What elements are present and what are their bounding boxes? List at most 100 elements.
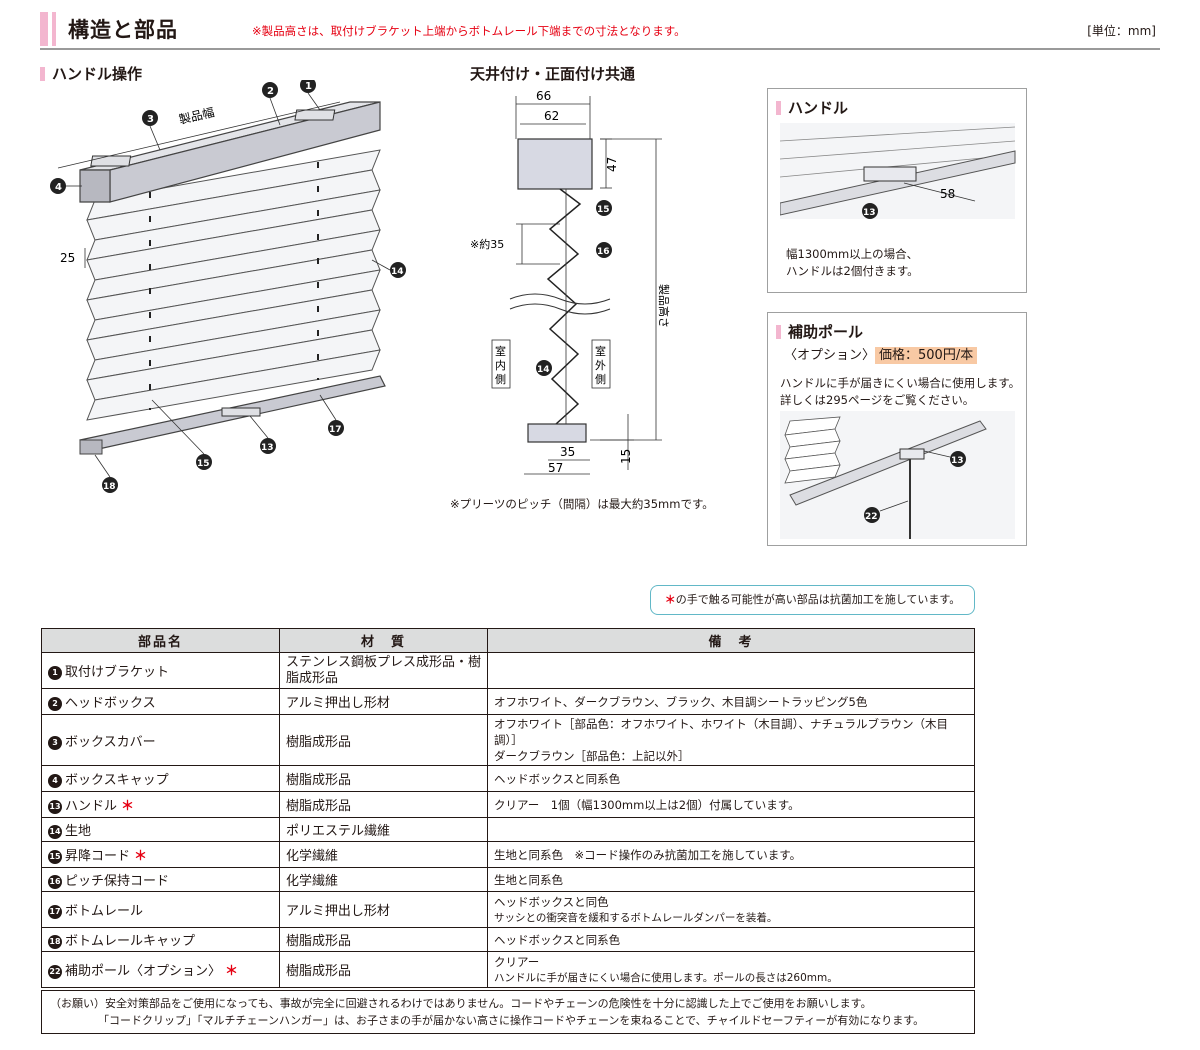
remarks-cell: [487, 652, 975, 689]
remark-line: クリアー 1個（幅1300mm以上は2個）付属しています。: [494, 797, 800, 812]
part-number-badge: 17: [48, 905, 62, 919]
svg-text:内: 内: [495, 358, 506, 372]
pitch-note: ※プリーツのピッチ（間隔）は最大約35mmです。: [450, 497, 714, 511]
svg-text:室: 室: [495, 344, 506, 358]
header-remarks: 備 考: [487, 628, 975, 653]
dim-58: 58: [940, 187, 955, 201]
svg-text:14: 14: [391, 267, 404, 277]
pole-detail-box: 補助ポール 〈オプション〉価格：500円/本 ハンドルに手が届きにくい場合に使用…: [767, 312, 1027, 546]
page-title: 構造と部品: [68, 18, 178, 42]
part-name: ボックスキャップ: [65, 773, 169, 788]
material-cell: アルミ押出し形材: [279, 891, 488, 928]
part-name: ボトムレール: [65, 904, 144, 919]
svg-text:2: 2: [267, 86, 274, 97]
material-cell: 樹脂成形品: [279, 765, 488, 792]
header-accent-bar-thin: [52, 12, 56, 46]
part-name: ハンドル: [65, 799, 118, 814]
svg-text:4: 4: [55, 182, 62, 193]
unit-label: [単位：mm]: [1087, 24, 1156, 38]
part-name: 昇降コード: [65, 849, 131, 864]
remark-line-2: ハンドルに手が届きにくい場合に使用します。ポールの長さは260mm。: [494, 971, 838, 984]
pole-text-2: 詳しくは295ページをご覧ください。: [780, 393, 975, 407]
pole-diagram: 13 22: [780, 411, 1015, 539]
header-divider: [40, 48, 1160, 50]
remark-line: ヘッドボックスと同系色: [494, 771, 621, 786]
handle-box-title: ハンドル: [788, 99, 849, 117]
remarks-cell: 生地と同系色: [487, 867, 975, 892]
remark-line: ヘッドボックスと同系色: [494, 932, 621, 947]
part-name: ボックスカバー: [65, 734, 156, 750]
dim-15: 15: [619, 449, 633, 464]
pole-option: 〈オプション〉: [784, 348, 876, 363]
remarks-cell: オフホワイト［部品色：オフホワイト、ホワイト（木目調）、ナチュラルブラウン（木目…: [487, 714, 975, 766]
remarks-cell: [487, 817, 975, 842]
pole-price: 価格：500円/本: [875, 347, 978, 364]
part-number-badge: 15: [48, 850, 62, 864]
svg-text:3: 3: [147, 114, 154, 125]
handle-text-2: ハンドルは2個付きます。: [786, 264, 919, 278]
remark-line: 生地と同系色: [494, 872, 563, 887]
part-name: ボトムレールキャップ: [65, 934, 196, 949]
footer-line-1: （お願い）安全対策部品をご使用になっても、事故が完全に回避されるわけではありませ…: [50, 997, 872, 1010]
material-cell: 樹脂成形品: [279, 791, 488, 818]
antibacterial-asterisk: ＊: [134, 849, 148, 864]
header-note: ※製品高さは、取付けブラケット上端からボトムレール下端までの寸法となります。: [252, 24, 686, 38]
handle-section-title: ハンドル操作: [52, 65, 143, 83]
asterisk-mark: ＊: [664, 593, 676, 606]
svg-text:側: 側: [595, 373, 606, 386]
handle-text-1: 幅1300mm以上の場合、: [786, 247, 919, 261]
material-cell: 化学繊維: [279, 867, 488, 892]
svg-text:13: 13: [951, 456, 964, 466]
remarks-cell: ヘッドボックスと同系色: [487, 927, 975, 952]
material-cell: 樹脂成形品: [279, 951, 488, 988]
remark-line: 生地と同系色 ※コード操作のみ抗菌加工を施しています。: [494, 847, 802, 862]
handle-diagram: 58 13: [780, 123, 1016, 219]
svg-text:13: 13: [863, 208, 876, 218]
remarks-cell: ヘッドボックスと同色サッシとの衝突音を緩和するボトムレールダンパーを装着。: [487, 891, 975, 928]
svg-text:25: 25: [60, 251, 75, 265]
remarks-cell: クリアー 1個（幅1300mm以上は2個）付属しています。: [487, 791, 975, 818]
ceiling-section-title: 天井付け・正面付け共通: [470, 65, 636, 83]
footer-notice: （お願い）安全対策部品をご使用になっても、事故が完全に回避されるわけではありませ…: [41, 990, 975, 1034]
material-cell: アルミ押出し形材: [279, 688, 488, 715]
part-name: 補助ポール〈オプション〉: [65, 964, 222, 979]
remark-line: ヘッドボックスと同色: [494, 894, 609, 909]
svg-text:外: 外: [595, 359, 606, 372]
page-header: 構造と部品 ※製品高さは、取付けブラケット上端からボトムレール下端までの寸法とな…: [40, 8, 1160, 50]
svg-text:14: 14: [537, 365, 550, 375]
part-number-badge: 14: [48, 825, 62, 839]
remarks-cell: 生地と同系色 ※コード操作のみ抗菌加工を施しています。: [487, 841, 975, 868]
antibacterial-note: ＊の手で触る可能性が高い部品は抗菌加工を施しています。: [650, 585, 975, 615]
svg-text:17: 17: [329, 425, 342, 435]
part-name: 取付けブラケット: [65, 665, 170, 680]
pole-option-line: 〈オプション〉価格：500円/本: [784, 347, 978, 364]
antibacterial-asterisk: ＊: [225, 964, 239, 979]
svg-text:15: 15: [197, 459, 210, 469]
blind-perspective-diagram: 製品幅 25 1 2 3 4 14 15 13 17 18: [50, 80, 406, 493]
remarks-cell: ヘッドボックスと同系色: [487, 765, 975, 792]
pole-box-title: 補助ポール: [788, 323, 864, 341]
remark-line: オフホワイト［部品色：オフホワイト、ホワイト（木目調）、ナチュラルブラウン（木目…: [494, 717, 949, 747]
width-label: 製品幅: [177, 104, 215, 127]
part-number-badge: 2: [48, 697, 62, 711]
svg-text:18: 18: [103, 482, 116, 492]
height-label: 製品高さ: [657, 284, 671, 328]
dim-66: 66: [536, 89, 551, 103]
material-cell: 樹脂成形品: [279, 714, 488, 766]
svg-text:側: 側: [495, 373, 506, 386]
